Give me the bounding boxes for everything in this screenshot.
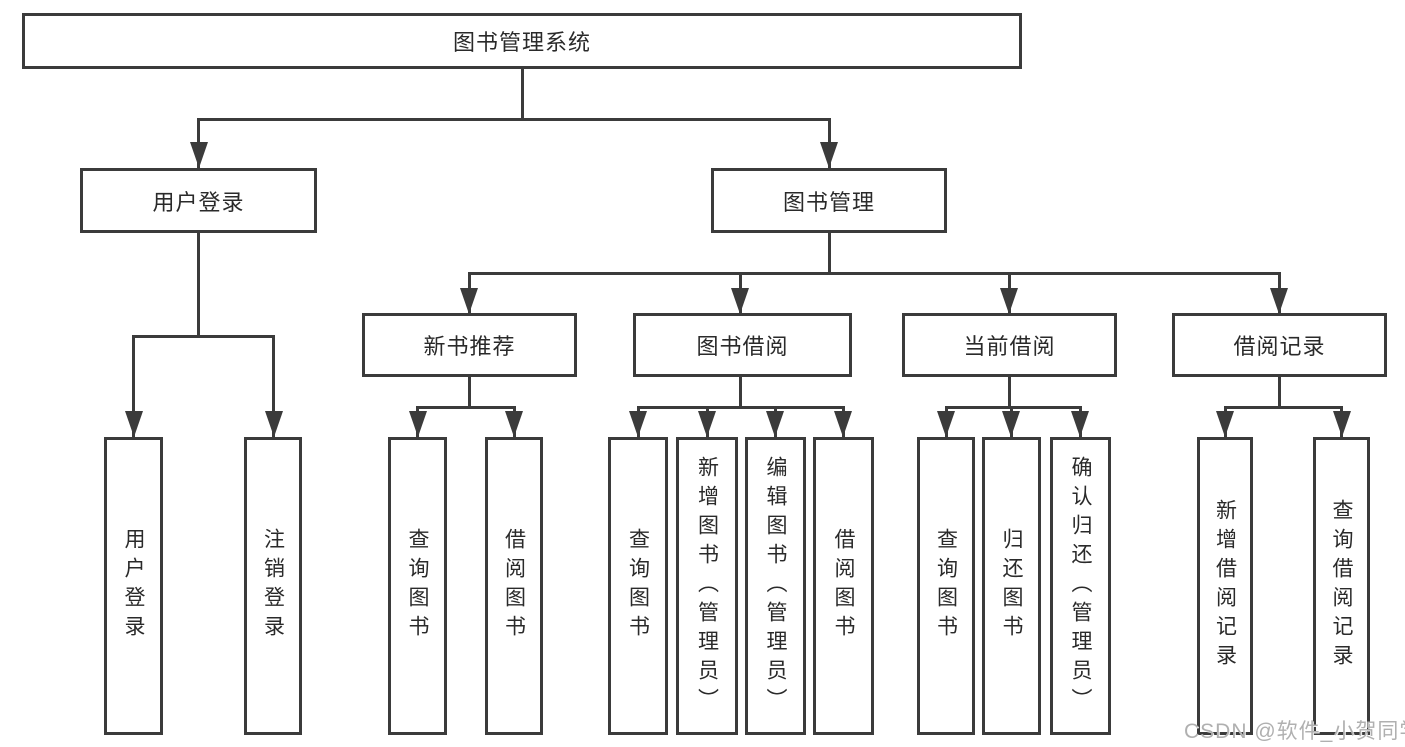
- leaf-add-book-admin: 新增图书（管理员）: [676, 437, 738, 735]
- connector-bar: [944, 406, 1082, 409]
- node-book-borrow: 图书借阅: [633, 313, 852, 377]
- leaf-query-borrow-record: 查询借阅记录: [1313, 437, 1370, 735]
- connector-stem: [467, 377, 471, 406]
- arrow-down-icon: [731, 288, 749, 314]
- arrow-down-icon: [698, 411, 716, 437]
- node-book-management: 图书管理: [711, 168, 947, 233]
- node-new-book-recommend: 新书推荐: [362, 313, 577, 377]
- connector-bar: [1223, 406, 1343, 409]
- connector-stem: [520, 69, 524, 118]
- arrow-down-icon: [189, 142, 208, 168]
- leaf-confirm-return-admin: 确认归还（管理员）: [1050, 437, 1111, 735]
- watermark: CSDN @软件_小贺同学: [1184, 720, 1405, 743]
- connector-bar: [416, 406, 516, 409]
- connector-stem: [197, 233, 200, 335]
- arrow-down-icon: [124, 411, 143, 437]
- arrow-down-icon: [1216, 411, 1234, 437]
- leaf-user-login: 用户登录: [104, 437, 163, 735]
- leaf-return-books: 归还图书: [982, 437, 1041, 735]
- arrow-down-icon: [1000, 288, 1018, 314]
- connector-bar: [636, 406, 845, 409]
- arrow-down-icon: [505, 411, 523, 437]
- leaf-edit-book-admin: 编辑图书（管理员）: [745, 437, 806, 735]
- connector-drop: [132, 335, 135, 437]
- connector-stem: [827, 233, 831, 272]
- node-borrow-records: 借阅记录: [1172, 313, 1387, 377]
- connector-bar: [467, 272, 1281, 275]
- node-current-borrow: 当前借阅: [902, 313, 1117, 377]
- leaf-borrow-books: 借阅图书: [813, 437, 874, 735]
- arrow-down-icon: [1071, 411, 1089, 437]
- arrow-down-icon: [264, 411, 283, 437]
- leaf-query-books-recommend: 查询图书: [388, 437, 447, 735]
- connector-stem: [738, 377, 742, 406]
- arrow-down-icon: [629, 411, 647, 437]
- connector-stem: [1007, 377, 1011, 406]
- leaf-add-borrow-record: 新增借阅记录: [1197, 437, 1253, 735]
- leaf-borrow-books-recommend: 借阅图书: [485, 437, 543, 735]
- arrow-down-icon: [766, 411, 784, 437]
- arrow-down-icon: [820, 142, 838, 168]
- connector-drop: [272, 335, 275, 437]
- arrow-down-icon: [1002, 411, 1020, 437]
- arrow-down-icon: [408, 411, 427, 437]
- arrow-down-icon: [834, 411, 852, 437]
- leaf-query-books-borrow: 查询图书: [608, 437, 668, 735]
- connector-bar: [132, 335, 275, 338]
- arrow-down-icon: [1332, 411, 1351, 437]
- arrow-down-icon: [460, 288, 478, 314]
- arrow-down-icon: [1270, 288, 1288, 314]
- connector-stem: [1277, 377, 1281, 406]
- node-user-login: 用户登录: [80, 168, 317, 233]
- arrow-down-icon: [937, 411, 955, 437]
- node-library-system: 图书管理系统: [22, 13, 1022, 69]
- leaf-logout: 注销登录: [244, 437, 302, 735]
- leaf-query-books-current: 查询图书: [917, 437, 975, 735]
- connector-bar: [197, 118, 831, 121]
